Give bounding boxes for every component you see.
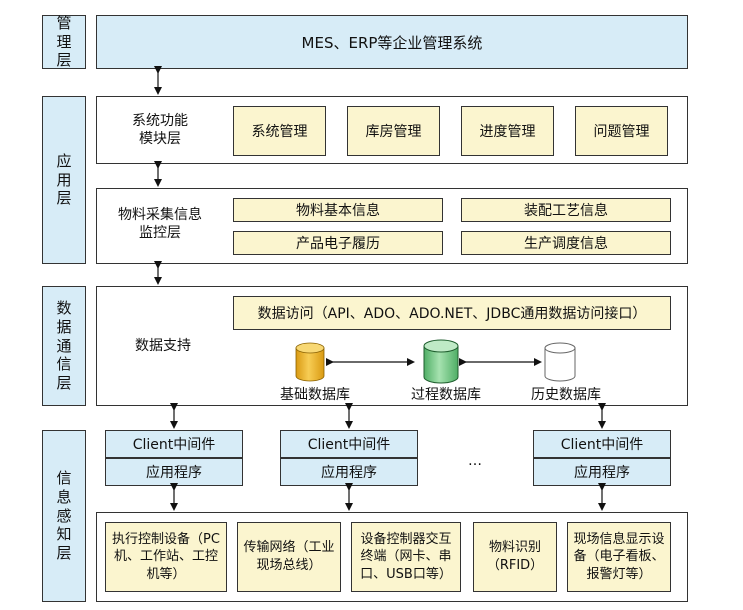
database-history-label: 历史数据库 [531, 387, 601, 403]
assembly-process-info: 装配工艺信息 [461, 198, 671, 222]
collection-monitor-label: 物料采集信息 监控层 [118, 207, 202, 242]
database-process-label: 过程数据库 [411, 387, 481, 403]
database-base-label: 基础数据库 [280, 387, 350, 403]
layer-label-management: 管理层 [42, 14, 86, 69]
module-system-management: 系统管理 [233, 106, 326, 156]
database-process-icon [423, 339, 459, 384]
product-electronic-record: 产品电子履历 [233, 231, 443, 255]
function-module-label: 系统功能 模块层 [132, 113, 188, 148]
database-base-icon [295, 342, 325, 382]
material-basic-info: 物料基本信息 [233, 198, 443, 222]
production-schedule-info: 生产调度信息 [461, 231, 671, 255]
device-execution-control: 执行控制设备（PC机、工作站、工控机等） [105, 522, 227, 592]
module-issue-management: 问题管理 [575, 106, 668, 156]
layer-label-data-communication: 数据通信层 [42, 286, 86, 406]
client-app-2: 应用程序 [280, 458, 418, 486]
client-middleware-1: Client中间件 [105, 430, 243, 458]
module-warehouse-management: 库房管理 [347, 106, 440, 156]
module-progress-management: 进度管理 [461, 106, 554, 156]
device-controller-terminal: 设备控制器交互终端（网卡、串口、USB口等） [351, 522, 461, 592]
device-transmission-network: 传输网络（工业现场总线） [237, 522, 341, 592]
client-middleware-2: Client中间件 [280, 430, 418, 458]
management-system-label: MES、ERP等企业管理系统 [301, 33, 483, 52]
data-support-label: 数据支持 [135, 338, 191, 354]
layer-label-information-sensing: 信息感知层 [42, 430, 86, 602]
device-onsite-display: 现场信息显示设备（电子看板、报警灯等） [567, 522, 671, 592]
client-app-3: 应用程序 [533, 458, 671, 486]
layer-label-application: 应用层 [42, 96, 86, 264]
client-middleware-3: Client中间件 [533, 430, 671, 458]
more-clients-ellipsis: … [468, 453, 482, 469]
data-access-interface: 数据访问（API、ADO、ADO.NET、JDBC通用数据访问接口） [233, 296, 671, 330]
database-history-icon [544, 342, 576, 382]
client-app-1: 应用程序 [105, 458, 243, 486]
management-system-box: MES、ERP等企业管理系统 [96, 15, 688, 69]
device-material-identification: 物料识别（RFID） [473, 522, 557, 592]
